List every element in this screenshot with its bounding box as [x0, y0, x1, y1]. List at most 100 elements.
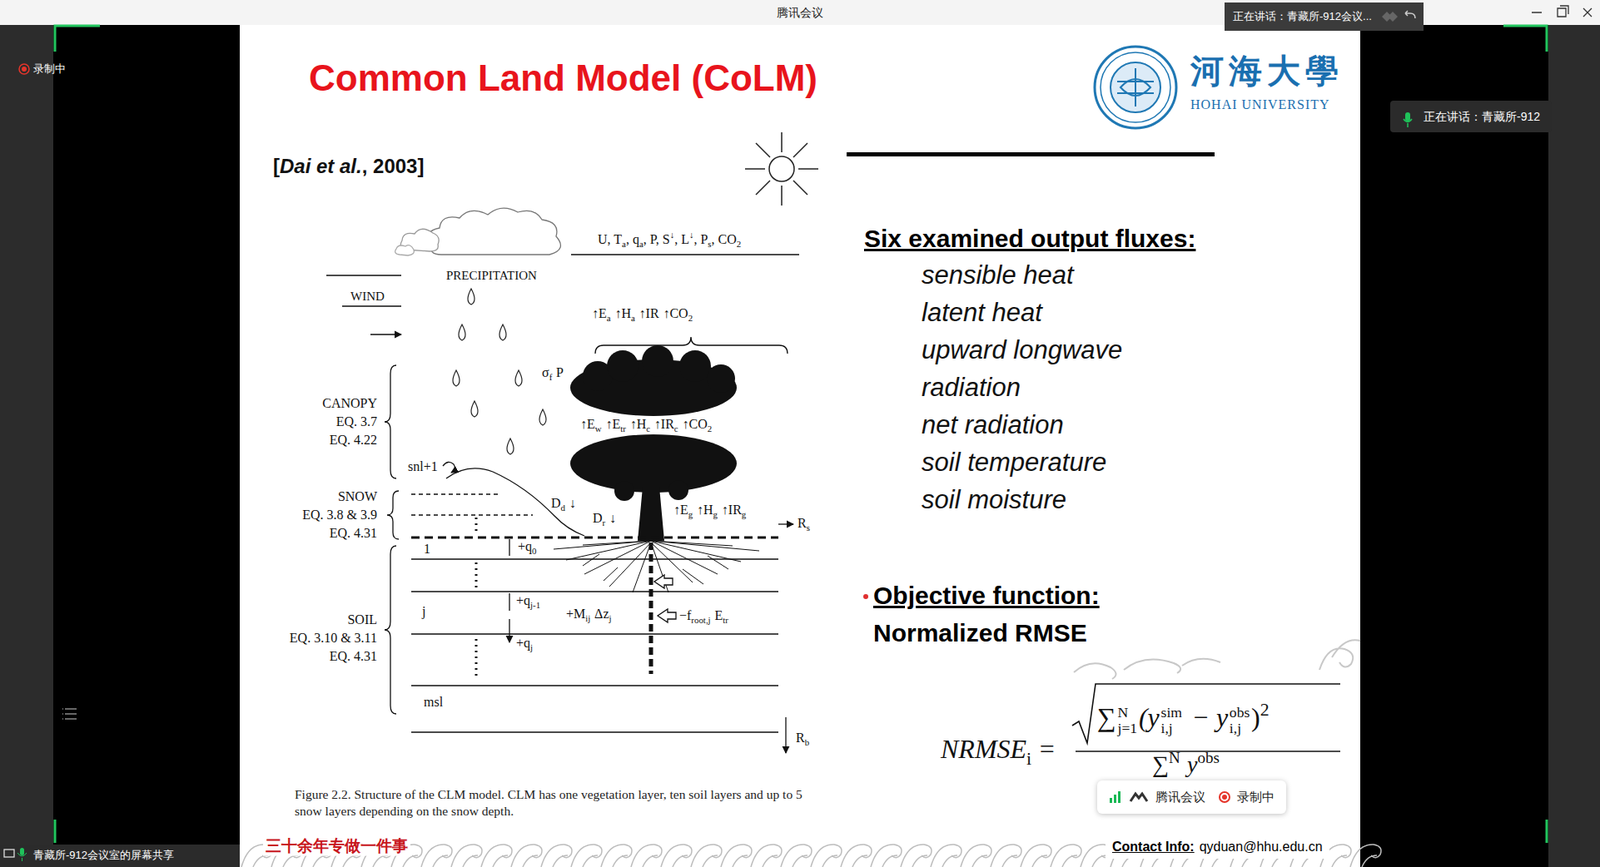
subscript: j: [608, 613, 612, 624]
superscript: N: [1118, 705, 1129, 721]
runoff-label: Rs: [797, 515, 810, 534]
label-text: +q: [516, 593, 531, 608]
italic-text: y: [1187, 751, 1198, 778]
control-icons: [1380, 9, 1417, 24]
citation: [Dai et al., 2003]: [273, 154, 424, 179]
wind-label: WIND: [350, 288, 385, 304]
subscript: a: [639, 238, 644, 249]
canopy-fluxes: ↑Ew↑Etr↑Hc↑IRc↑CO2: [577, 416, 715, 435]
subscript: tr: [722, 615, 729, 626]
label-text: ↑E: [605, 417, 621, 432]
formula-strokes: [1072, 684, 1341, 752]
flux-item: soil temperature: [921, 447, 1107, 478]
formula-denominator: ∑Nyobs: [1152, 749, 1220, 780]
label-text: ↑H: [630, 417, 647, 432]
label-text: sensible heat: [921, 260, 1074, 290]
label-text: Normalized RMSE: [873, 619, 1088, 647]
cloud-ornament: [1073, 640, 1361, 680]
subscript: 2: [736, 238, 741, 249]
label-text: ↑CO: [681, 417, 707, 432]
label-text: 青藏所-912会议室的屏幕共享: [33, 849, 174, 862]
subscript: s: [806, 522, 810, 533]
flux-item: latent heat: [921, 297, 1043, 328]
label-text: EQ. 3.7: [336, 414, 378, 429]
label-text: [: [273, 154, 280, 178]
italic-text: (y: [1138, 702, 1160, 733]
mic-icon: [1401, 108, 1414, 140]
label-text: 录制中: [33, 62, 66, 75]
rule-line: [846, 152, 1215, 157]
screen-share-label: 青藏所-912会议室的屏幕共享: [33, 849, 174, 863]
subscript: i,j: [1161, 720, 1173, 736]
subscript: s: [707, 238, 711, 249]
label-text: , 2003]: [362, 154, 425, 178]
label-text: ↓: [609, 511, 617, 526]
stacked-scripts: Nj=1: [1118, 705, 1138, 736]
label-text: , q: [626, 232, 640, 247]
label-text: radiation: [921, 372, 1021, 403]
subscript: a: [631, 313, 636, 323]
label-text: , CO: [711, 232, 737, 247]
label-text: PRECIPITATION: [446, 268, 537, 283]
superscript: sim: [1161, 705, 1183, 721]
label-text: R: [797, 516, 807, 531]
label-text: ↑IR: [639, 306, 660, 321]
slide-title: Common Land Model (CoLM): [308, 57, 818, 100]
label-text: ↑IR: [654, 417, 675, 432]
label-text: U, T: [597, 232, 622, 247]
subscript: g: [741, 509, 746, 520]
subscript: j-1: [530, 600, 541, 611]
label-text: σ: [541, 365, 550, 380]
superscript: obs: [1229, 705, 1250, 721]
speaker-indicator: 正在讲话：青藏所-912会议...: [1224, 2, 1424, 31]
label-text: soil temperature: [921, 447, 1107, 478]
label-text: ↑H: [696, 502, 714, 517]
subscript: root,j: [690, 615, 711, 626]
meeting-toolbar: 腾讯会议录制中: [1097, 780, 1287, 815]
section-heading: Six examined output fluxes:: [864, 223, 1196, 254]
superscript: N: [1168, 749, 1181, 767]
node-text: 正在讲话：青藏所-912会议...: [1232, 9, 1372, 23]
label-text: net radiation: [921, 410, 1064, 440]
flux-item: net radiation: [921, 409, 1064, 441]
label-text: 腾讯会议: [776, 5, 824, 20]
subscript: 0: [531, 546, 537, 557]
subscript: a: [606, 313, 612, 323]
water-flux: +q0: [517, 538, 537, 557]
runoff-label: Rb: [795, 730, 810, 749]
flux-item: upward longwave: [921, 334, 1123, 366]
node-text: 正在讲话：青藏所-912: [1423, 109, 1541, 124]
equation-ref: EQ. 3.7: [336, 413, 378, 430]
label-text: EQ. 4.31: [329, 649, 378, 664]
label-text: ↑IR: [721, 502, 742, 517]
label-text: , P: [693, 232, 708, 247]
label-text: EQ. 3.10 & 3.11: [289, 631, 378, 646]
label-text: ↑E: [673, 502, 689, 517]
label-text: msl: [423, 695, 443, 710]
method-name: Normalized RMSE: [873, 618, 1088, 649]
subscript: 2: [707, 423, 712, 434]
subscript: g: [713, 509, 718, 520]
label-text: Six examined output fluxes:: [864, 224, 1196, 253]
stacked-scripts: simi,j: [1161, 705, 1183, 736]
label-text: 河海大學: [1190, 52, 1344, 90]
subscript: r: [602, 517, 607, 528]
flux-item: soil moisture: [921, 484, 1067, 516]
label-text: EQ. 4.31: [329, 526, 378, 541]
flux-item: radiation: [921, 372, 1021, 403]
label-text: Δz: [594, 606, 609, 622]
subscript: i,j: [1229, 720, 1242, 736]
app-logo: [1128, 791, 1149, 804]
label-text: CANOPY: [322, 396, 378, 411]
label-text: SOIL: [347, 612, 378, 627]
speaker-panel: 正在讲话：青藏所-912: [1390, 100, 1552, 133]
label-text: D: [551, 496, 562, 511]
label-text: ↑E: [591, 306, 607, 321]
recording-status: 录制中: [33, 62, 66, 76]
label-text: 三十余年专做一件事: [265, 837, 408, 855]
label-text: ↑E: [580, 417, 596, 432]
record-icon: [1218, 791, 1231, 804]
equation-ref: EQ. 3.10 & 3.11: [289, 630, 378, 646]
subscript: j=1: [1118, 720, 1138, 736]
